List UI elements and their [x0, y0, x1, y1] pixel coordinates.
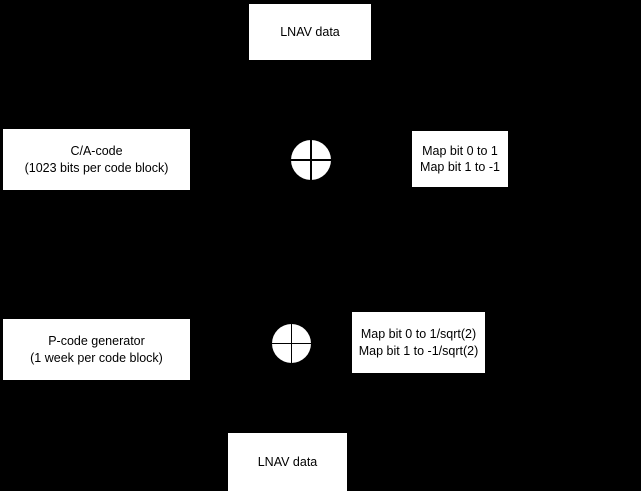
map-p-box-line-1: Map bit 0 to 1/sqrt(2): [360, 327, 477, 341]
ca-code-box: C/A-code (1023 bits per code block): [3, 129, 190, 190]
modulo-2-adder-p-icon-horizontal-stroke: [272, 342, 311, 345]
map-ca-box-line-2: Map bit 1 to -1: [420, 160, 500, 174]
modulo-2-adder-ca-icon-horizontal-stroke: [291, 159, 331, 161]
modulo-2-adder-p-icon: [272, 324, 311, 363]
map-ca-box-line-1: Map bit 0 to 1: [422, 143, 498, 158]
p-code-generator-box-line-1: P-code generator: [48, 334, 145, 348]
lnav-data-bottom-box: LNAV data: [228, 433, 347, 491]
map-p-box-line-2: Map bit 1 to -1/sqrt(2): [358, 343, 479, 358]
lnav-data-bottom-box-line-1: LNAV data: [257, 454, 318, 469]
p-code-generator-box: P-code generator (1 week per code block): [3, 319, 190, 380]
ca-code-box-line-1: C/A-code: [70, 144, 123, 158]
map-p-box: Map bit 0 to 1/sqrt(2) Map bit 1 to -1/sq…: [352, 312, 485, 373]
modulo-2-adder-ca-icon: [291, 140, 331, 180]
map-ca-box: Map bit 0 to 1 Map bit 1 to -1: [412, 131, 508, 187]
p-code-generator-box-line-2: (1 week per code block): [30, 350, 163, 365]
ca-code-box-line-2: (1023 bits per code block): [24, 160, 169, 175]
lnav-data-top-box: LNAV data: [249, 4, 371, 60]
lnav-data-top-box-line-1: LNAV data: [280, 24, 340, 39]
